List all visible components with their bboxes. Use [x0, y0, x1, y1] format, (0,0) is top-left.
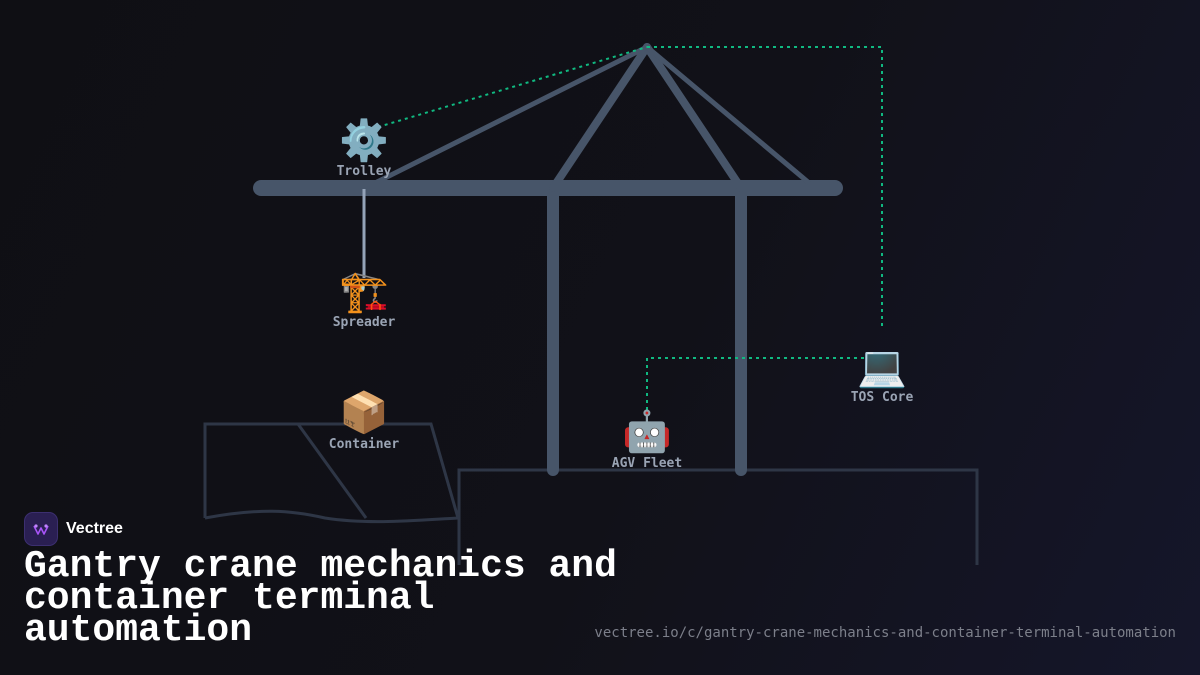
- node-label-container: Container: [329, 437, 400, 452]
- page-url[interactable]: vectree.io/c/gantry-crane-mechanics-and-…: [594, 625, 1176, 641]
- brand-name: Vectree: [66, 520, 123, 537]
- node-agv-fleet[interactable]: 🤖 AGV Fleet: [612, 408, 682, 471]
- crane-icon: 🏗️: [339, 269, 389, 315]
- boom-stay-left: [374, 44, 650, 185]
- node-label-trolley: Trolley: [337, 164, 392, 179]
- node-label-spreader: Spreader: [333, 315, 396, 330]
- data-links: [377, 46, 883, 410]
- page-title: Gantry crane mechanics and container ter…: [24, 545, 617, 652]
- node-trolley[interactable]: ⚙️ Trolley: [337, 117, 392, 179]
- node-spreader[interactable]: 🏗️ Spreader: [333, 269, 396, 330]
- link-trolley-apex: [377, 46, 648, 128]
- node-label-agv-fleet: AGV Fleet: [612, 456, 682, 471]
- gantry-crane: [253, 43, 843, 476]
- boom-stay-right: [644, 44, 811, 185]
- apex-strut-left: [549, 43, 651, 192]
- laptop-icon: 💻: [857, 344, 907, 390]
- brand[interactable]: Vectree: [24, 512, 123, 546]
- robot-icon: 🤖: [622, 408, 672, 455]
- ship-hull: [203, 422, 460, 524]
- vectree-logo-icon: [24, 512, 58, 546]
- link-agv-tos: [646, 357, 870, 410]
- node-tos-core[interactable]: 💻 TOS Core: [851, 344, 914, 405]
- apex-strut-right: [643, 43, 745, 192]
- node-label-tos-core: TOS Core: [851, 390, 914, 405]
- link-apex-tos: [647, 46, 883, 330]
- node-container[interactable]: 📦 Container: [329, 389, 400, 452]
- gear-icon: ⚙️: [339, 117, 389, 164]
- package-icon: 📦: [339, 389, 389, 436]
